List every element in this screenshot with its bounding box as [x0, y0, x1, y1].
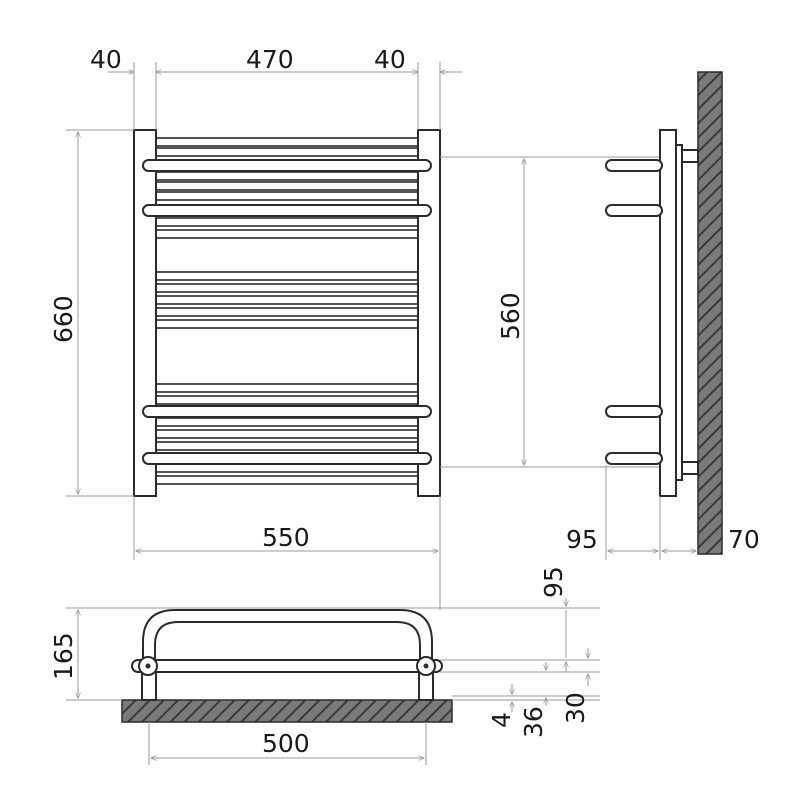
dim-mount-width: 500 [262, 729, 310, 758]
bar [149, 295, 431, 305]
rail-top-2 [142, 204, 432, 217]
dim-floor-gap: 4 [487, 712, 516, 728]
dim-top-depth: 165 [49, 632, 78, 680]
wall [697, 71, 723, 555]
dim-inner-width: 470 [246, 45, 294, 74]
bar [149, 383, 431, 393]
right-post [417, 129, 441, 497]
bar [149, 229, 431, 239]
bar [149, 137, 431, 147]
bar [149, 475, 431, 485]
bar [149, 319, 431, 329]
front-dimensions: 40 470 40 660 560 550 [49, 45, 660, 610]
front-bars [149, 137, 431, 485]
side-view [605, 71, 723, 555]
top-view-u-rail [142, 609, 433, 668]
dim-bracket-height: 36 [519, 706, 548, 738]
bar [149, 429, 431, 439]
bar [149, 191, 431, 201]
top-dimensions: 165 95 30 36 4 500 [49, 566, 600, 765]
rail-bottom-2 [142, 452, 432, 465]
bar [149, 283, 431, 293]
mount-knob-left-center-icon [145, 663, 151, 669]
bar [149, 147, 431, 157]
bar [149, 271, 431, 281]
bar [149, 217, 431, 227]
bar [149, 417, 431, 427]
side-rail-1 [605, 159, 663, 172]
dim-total-height: 660 [49, 295, 78, 343]
top-view-wall [121, 699, 453, 723]
left-post [133, 129, 157, 497]
dim-wall-offset: 70 [728, 525, 760, 554]
dim-right-post: 40 [374, 45, 406, 74]
top-view-u-rail-inner [154, 621, 421, 668]
side-dimensions: 95 70 [566, 465, 760, 560]
bar [149, 395, 431, 405]
bar [149, 441, 431, 451]
side-rail-2 [605, 204, 663, 217]
bar [149, 181, 431, 191]
top-view-crossbar [131, 659, 443, 673]
front-view [133, 129, 441, 497]
rail-top-1 [142, 159, 432, 172]
top-view [121, 609, 453, 723]
dim-shelf-depth: 95 [539, 566, 568, 598]
side-post [659, 129, 677, 497]
bar [149, 463, 431, 473]
side-rail-3 [605, 405, 663, 418]
dim-left-post: 40 [90, 45, 122, 74]
rail-bottom-1 [142, 405, 432, 418]
mount-knob-right-center-icon [423, 663, 429, 669]
dim-mount-spacing: 560 [496, 292, 525, 340]
bar [149, 307, 431, 317]
dim-total-width: 550 [262, 523, 310, 552]
side-rail-4 [605, 452, 663, 465]
dim-bracket-offset: 30 [561, 692, 590, 724]
dim-side-depth: 95 [566, 525, 598, 554]
bar [149, 171, 431, 181]
